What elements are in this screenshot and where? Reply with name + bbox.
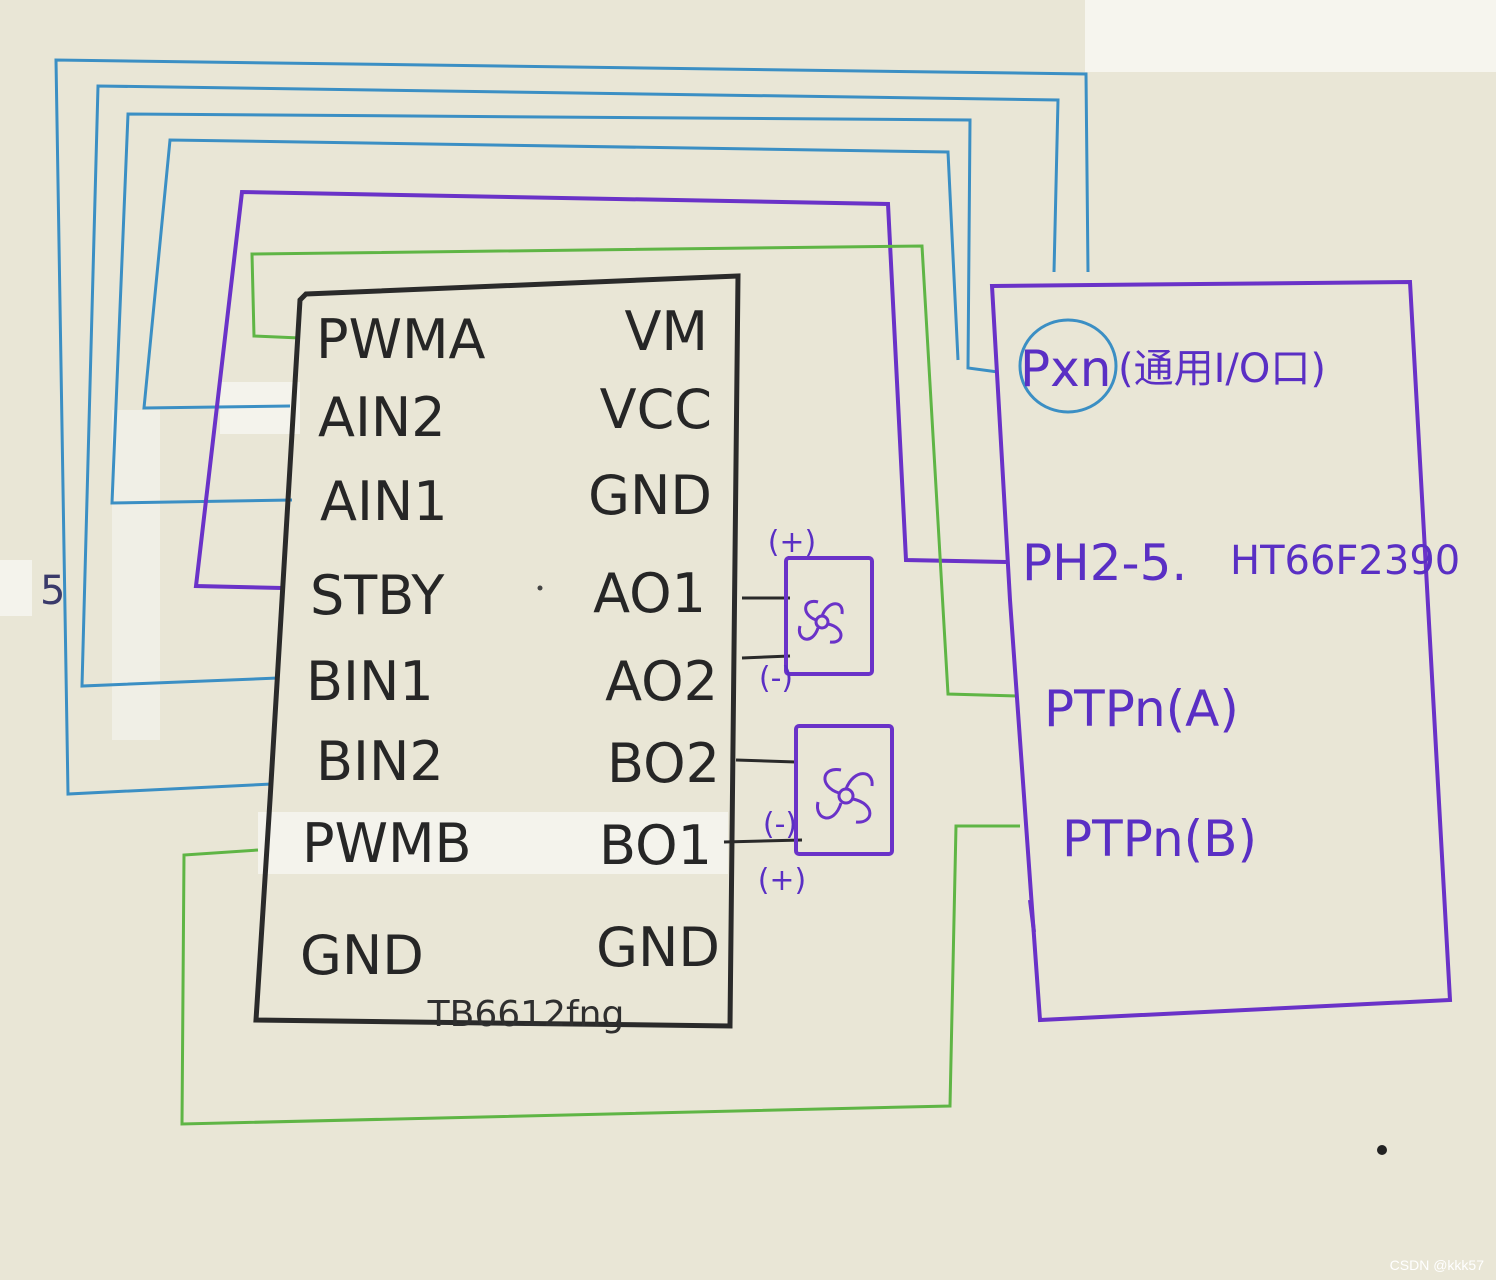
motor-a-minus-label: (-) xyxy=(759,661,793,696)
driver-pin-gnd-bottom: GND xyxy=(596,916,720,979)
driver-pin-stby: STBY xyxy=(310,564,445,627)
motor-b-box xyxy=(794,724,894,856)
motor-a-plus-label: (+) xyxy=(768,525,817,560)
wire-bo2-to-motor-b xyxy=(735,758,797,764)
erased-patch-pwmb xyxy=(258,812,728,874)
side-number-label: 5 xyxy=(40,568,65,614)
wire-ain2 xyxy=(142,138,960,410)
driver-pin-ain2: AIN2 xyxy=(318,386,446,449)
csdn-watermark: CSDN @kkk57 xyxy=(1390,1257,1485,1273)
mcu-pin-ptpn-b: PTPn(B) xyxy=(1062,810,1257,868)
driver-pin-ain1: AIN1 xyxy=(320,470,448,533)
wire-bin2 xyxy=(54,58,1090,796)
driver-pin-gnd-left: GND xyxy=(300,924,424,987)
driver-pin-bin2: BIN2 xyxy=(316,730,444,793)
wire-ain1 xyxy=(110,112,999,505)
erased-patch-left-edge xyxy=(0,560,32,616)
mcu-pin-ptpn-a: PTPn(A) xyxy=(1044,680,1239,738)
driver-pin-vcc: VCC xyxy=(600,378,712,441)
fan-icon xyxy=(797,599,844,644)
driver-outline xyxy=(253,273,741,1029)
wire-pwmb-to-ptpb xyxy=(180,824,1020,1126)
pxn-highlight-circle xyxy=(1018,318,1118,414)
driver-pin-bin1: BIN1 xyxy=(306,650,434,713)
driver-chip-name: TB6612fng xyxy=(427,994,625,1035)
wire-bin1 xyxy=(80,84,1060,688)
motor-b-plus-label: (+) xyxy=(758,863,807,898)
wire-bo1-to-motor-b xyxy=(723,838,803,844)
erased-patch-left-column xyxy=(112,410,160,740)
motor-a-box xyxy=(784,556,874,676)
fan-icon xyxy=(816,768,874,824)
motor-b: (-) (+) xyxy=(723,724,894,898)
driver-pin-vm: VM xyxy=(624,300,708,363)
driver-pin-pwma: PWMA xyxy=(316,308,486,371)
driver-pin-gnd-top: GND xyxy=(588,464,712,527)
mcu-outline xyxy=(989,279,1453,1023)
wire-pwma-to-ptpa xyxy=(250,244,1019,698)
mcu-pin-pxn: Pxn xyxy=(1020,340,1111,398)
blue-signal-wires xyxy=(54,58,1090,796)
driver-pin-bo2: BO2 xyxy=(607,732,720,795)
mcu-board: Pxn (通用I/O口) PH2-5. HT66F2390 PTPn(A) PT… xyxy=(989,279,1460,1023)
driver-pin-bo1: BO1 xyxy=(599,814,712,877)
wire-ao2-to-motor-a xyxy=(741,654,791,660)
pencil-dot xyxy=(537,585,543,591)
driver-pin-ao1: AO1 xyxy=(593,562,706,625)
mcu-pin-ph: PH2-5. xyxy=(1022,534,1187,592)
driver-pin-pwmb: PWMB xyxy=(302,812,472,875)
mcu-inner-stroke xyxy=(1028,899,1036,933)
mcu-pin-pxn-note: (通用I/O口) xyxy=(1118,346,1326,392)
motor-b-minus-label: (-) xyxy=(763,807,797,842)
paper-top-right-blank xyxy=(1085,0,1496,72)
wire-stby-to-ph xyxy=(193,189,1007,590)
pencil-dot xyxy=(1377,1145,1387,1155)
green-pwm-wires xyxy=(180,244,1020,1126)
mcu-chip-name: HT66F2390 xyxy=(1230,538,1460,584)
motor-a: (+) (-) xyxy=(741,525,874,696)
driver-pin-ao2: AO2 xyxy=(605,650,718,713)
driver-module: PWMA AIN2 AIN1 STBY BIN1 BIN2 PWMB GND V… xyxy=(253,273,741,1035)
